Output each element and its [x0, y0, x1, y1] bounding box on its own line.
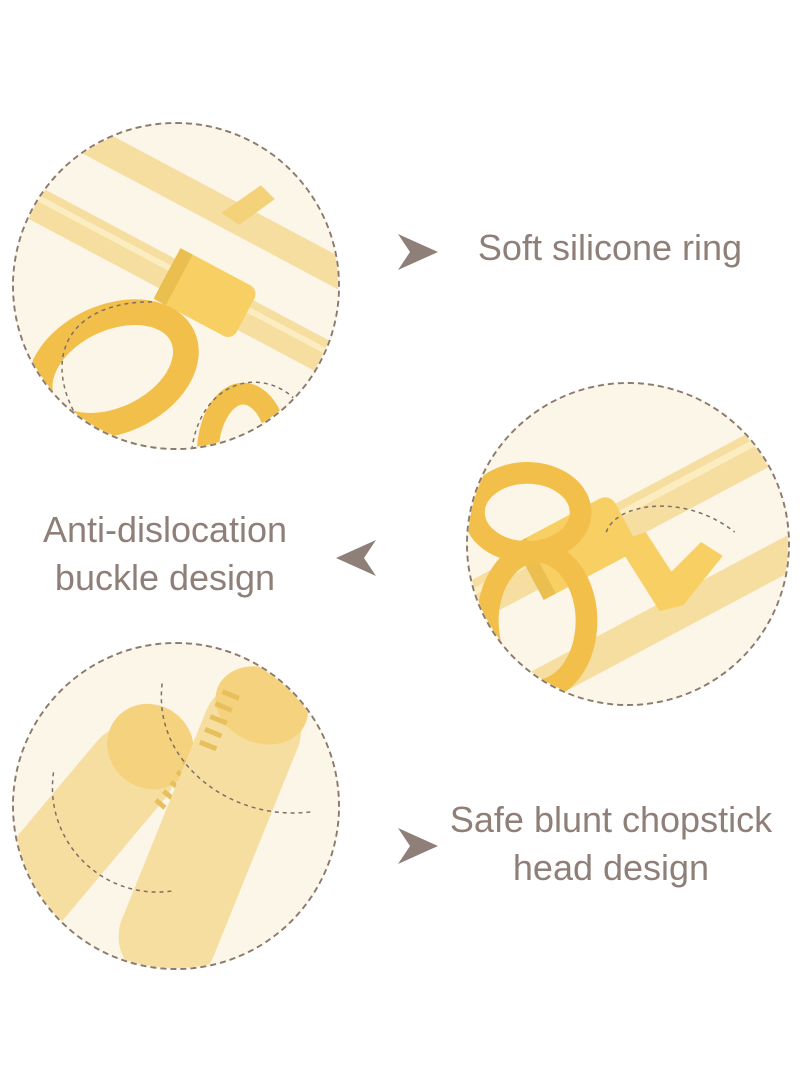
feature-label-chopstick-head: Safe blunt chopstick head design — [436, 796, 786, 892]
feature-label-line: Safe blunt chopstick — [449, 799, 773, 840]
arrow-left-icon — [336, 540, 376, 576]
arrow-right-icon — [398, 828, 438, 864]
feature-label-line: buckle design — [54, 557, 276, 598]
feature-label-silicone-ring: Soft silicone ring — [460, 224, 760, 272]
buckle-illustration — [468, 384, 788, 704]
feature-label-line: head design — [512, 847, 710, 888]
silicone-ring-closeup — [12, 122, 340, 450]
silicone-ring-illustration — [14, 124, 338, 448]
feature-label-buckle: Anti-dislocation buckle design — [20, 506, 310, 602]
feature-label-line: Anti-dislocation — [42, 509, 288, 550]
arrow-right-icon — [398, 234, 438, 270]
chopstick-head-closeup — [12, 642, 340, 970]
feature-label-line: Soft silicone ring — [477, 227, 743, 268]
buckle-closeup — [466, 382, 790, 706]
chopstick-head-illustration — [14, 644, 338, 968]
